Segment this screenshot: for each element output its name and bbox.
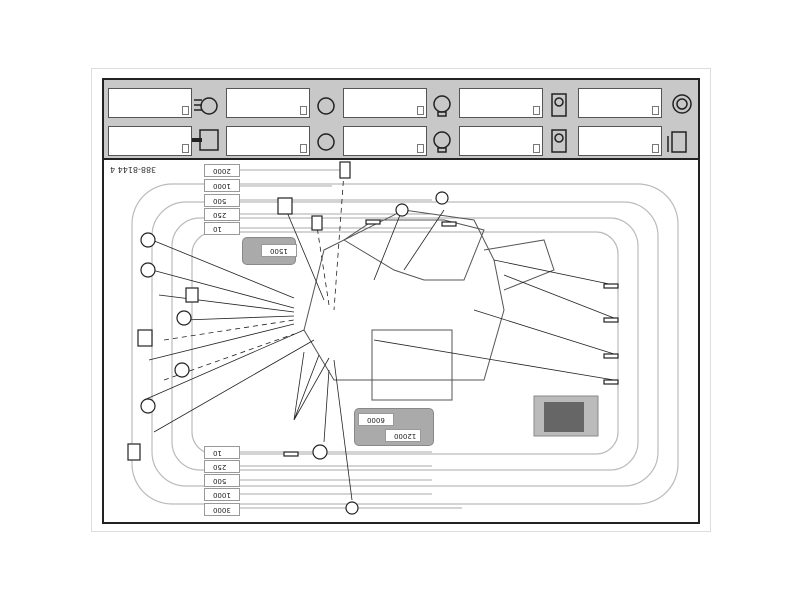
- log-box[interactable]: [343, 88, 427, 118]
- service-log-header: [104, 80, 698, 160]
- log-box[interactable]: [459, 88, 543, 118]
- bulb-icon: [433, 95, 451, 117]
- cab-filter-icon: [317, 133, 335, 151]
- log-box[interactable]: [459, 126, 543, 156]
- interval-label: 3000: [204, 503, 240, 516]
- interval-label: 10: [204, 222, 240, 235]
- interval-label: 500: [204, 474, 240, 487]
- maintenance-decal: 388-8144 4 2000 1000 500 250 10 10 250 5…: [102, 78, 700, 524]
- log-box[interactable]: [578, 88, 662, 118]
- log-box[interactable]: [226, 126, 310, 156]
- interval-label: 250: [204, 460, 240, 473]
- hydraulic-filter-callout: 1500: [242, 237, 297, 265]
- cab-filter-icon: [317, 97, 335, 115]
- interval-label: 500: [204, 194, 240, 207]
- component-icons: [127, 161, 619, 515]
- log-box[interactable]: [343, 126, 427, 156]
- interval-label: 1500: [261, 244, 297, 257]
- interval-label: 250: [204, 208, 240, 221]
- interval-label: 6000: [358, 413, 394, 426]
- interval-label: 10: [204, 446, 240, 459]
- air-filter-icon: [194, 97, 218, 115]
- log-box[interactable]: [578, 126, 662, 156]
- bulb-callout: 6000 12000: [354, 408, 434, 446]
- machine-diagram: [127, 161, 679, 515]
- log-box[interactable]: [226, 88, 310, 118]
- interval-label: 1000: [204, 488, 240, 501]
- intake-filter-icon: [192, 129, 219, 151]
- filter-bulb-icon: [551, 129, 567, 153]
- filter-bulb-icon: [551, 93, 567, 117]
- log-box[interactable]: [108, 126, 192, 156]
- bulb-sun-icon: [672, 94, 692, 114]
- interval-label: 12000: [385, 429, 421, 442]
- bulb-icon: [433, 131, 451, 153]
- header-icons: [192, 93, 692, 153]
- interval-label: 2000: [204, 164, 240, 177]
- coolant-h2o-icon: [667, 131, 687, 153]
- log-box[interactable]: [108, 88, 192, 118]
- interval-label: 1000: [204, 179, 240, 192]
- cab-filter-detail: [544, 402, 584, 432]
- part-number: 388-8144 4: [110, 165, 157, 174]
